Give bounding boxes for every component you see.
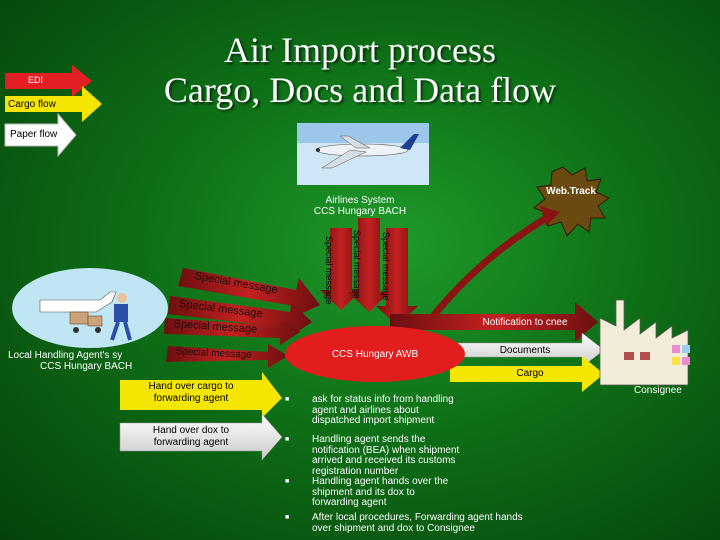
handling-agent-line-2: CCS Hungary BACH [40,361,133,372]
bullet-1-line-3: dispatched import shipment [312,415,435,426]
hand-dox-line-1: Hand over dox to [152,425,230,436]
legend-edi-label: EDI [28,75,44,85]
bullet-dot: ■ [285,478,290,485]
bullet-2-line-2: notification (BEA) when shipment [312,444,460,456]
vertical-message-2: Special message [352,230,362,299]
hand-cargo-label: Hand over cargo to forwarding agent [124,381,258,405]
handling-agent-line-1: Local Handling Agent's sy [8,350,123,361]
bullet-3-line-3: forwarding agent [312,497,387,508]
airlines-line-2: CCS Hungary BACH [313,206,407,217]
webtrack-link-arrow [427,214,550,323]
bullet-3-line-1: Handling agent hands over the [312,476,449,487]
airlines-system-label: Airlines System CCS Hungary BACH [300,195,420,217]
vertical-message-1: Special message [324,236,334,305]
cargo-arrow [450,356,604,392]
bullet-dot: ■ [285,396,290,403]
cargo-legend-arrow [5,86,102,122]
title-line-1: Air Import process [224,30,496,70]
legend-paper-label: Paper flow [10,129,58,140]
documents-label: Documents [499,345,551,356]
legend-cargo-label: Cargo flow [8,99,56,110]
hand-cargo-arrow [120,372,282,418]
title-line-2: Cargo, Docs and Data flow [163,70,557,110]
ccs-awb-node [285,326,465,382]
consignee-factory-illustration [599,299,690,386]
diagonal-message-arrows [164,268,320,368]
vertical-message-3: Special message [381,232,391,301]
bullet-2-line-4: registration number [312,465,399,477]
airplane-image [297,123,429,185]
bullet-2-line-1: Handling agent sends the [312,434,426,445]
hand-dox-label: Hand over dox to forwarding agent [124,425,258,449]
bullet-2-line-3: arrived and received its customs [312,455,456,466]
notification-arrow [390,302,598,342]
edi-legend-arrow [5,65,92,97]
vertical-message-arrows [320,218,418,326]
paper-legend-arrow [4,112,77,158]
hand-dox-arrow [119,413,283,461]
bullet-3-line-2: shipment and its dox to [312,486,415,498]
airlines-line-1: Airlines System [325,195,395,206]
webtrack-label: Web.Track [546,186,596,197]
bullet-1-line-1: ask for status info from handling [312,394,454,405]
notification-label: Notification to cnee [482,317,568,328]
ccs-awb-label: CCS Hungary AWB [331,349,419,360]
hand-dox-line-2: forwarding agent [153,437,229,448]
handling-agent-illustration [12,268,168,348]
bullet-dot: ■ [285,436,290,443]
page-title: Air Import process Cargo, Docs and Data … [120,30,600,110]
consignee-label: Consignee [634,385,682,396]
hand-cargo-line-2: forwarding agent [153,393,229,404]
bullet-4-line-1: After local procedures, Forwarding agent… [312,512,523,523]
hand-cargo-line-1: Hand over cargo to [148,381,234,392]
bullet-4-line-2: over shipment and dox to Consignee [312,522,475,534]
handling-agent-label: Local Handling Agent's sy CCS Hungary BA… [8,350,168,372]
bullet-1-line-2: agent and airlines about [312,404,419,416]
cargo-label: Cargo [516,368,544,379]
webtrack-starburst [532,166,610,237]
bullet-dot: ■ [285,514,290,521]
